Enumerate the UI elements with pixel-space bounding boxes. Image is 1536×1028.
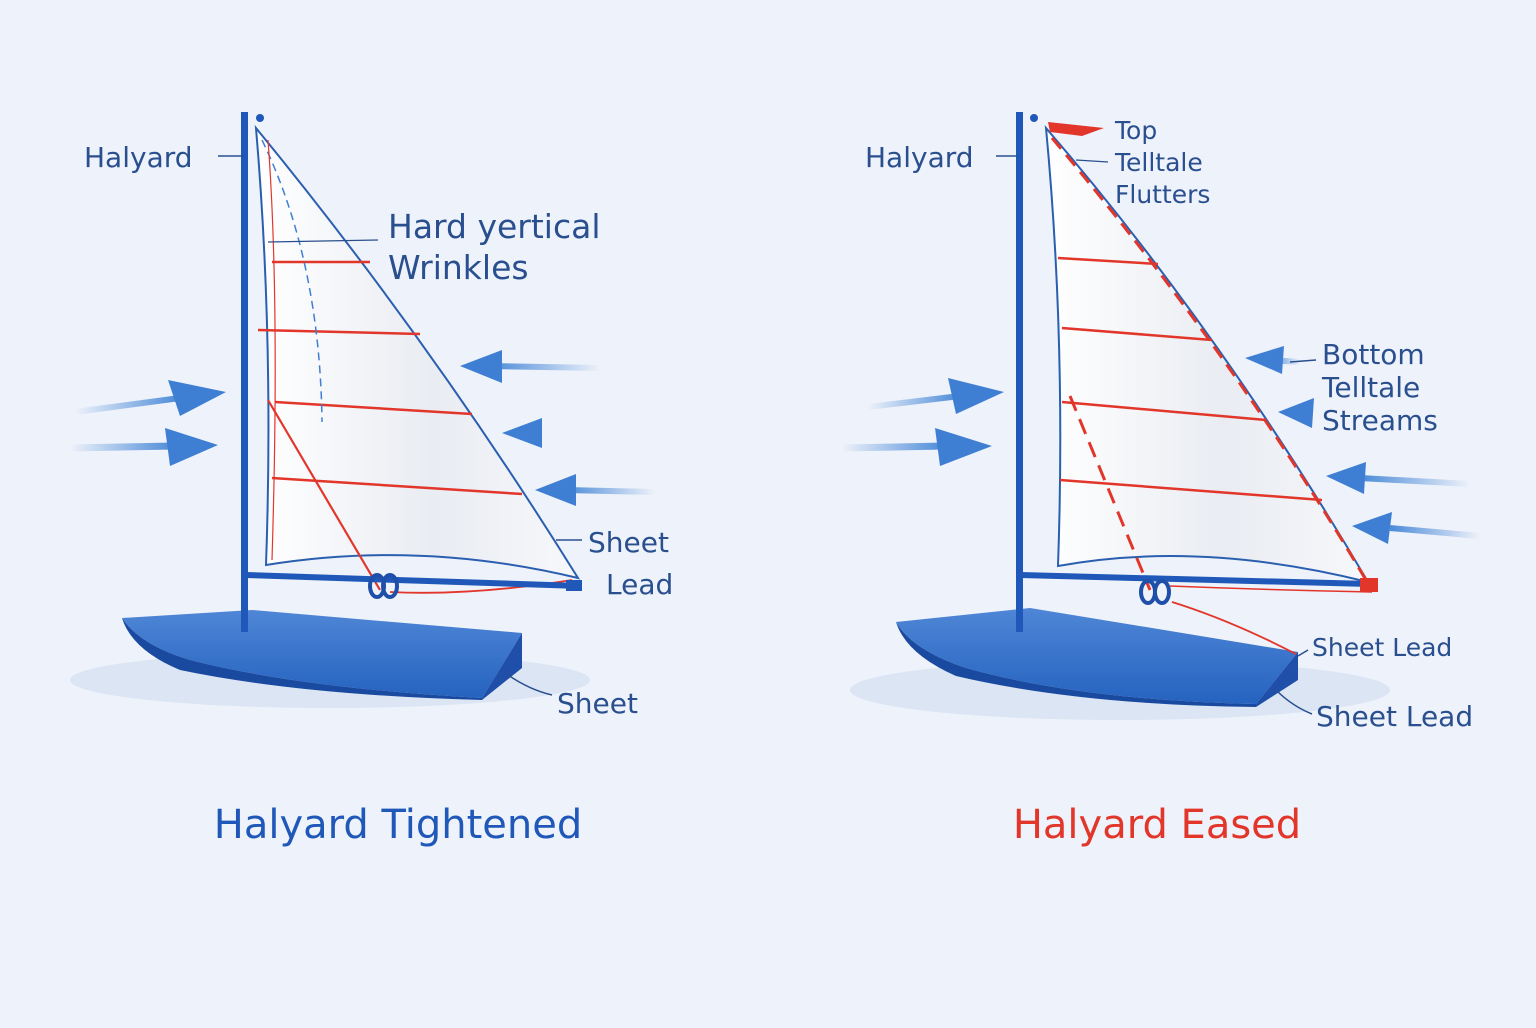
boom: [1019, 572, 1371, 587]
leader-line: [1075, 159, 1109, 163]
sail-band: [1061, 326, 1213, 342]
wrinkle-line: [267, 139, 276, 561]
bottom-telltale-label: Bottom: [1322, 338, 1425, 371]
leader-line: [1275, 689, 1313, 715]
wind-arrow: [841, 428, 992, 466]
wind-arrow: [535, 474, 656, 506]
sail: [1044, 124, 1371, 584]
right-caption: Halyard Eased: [1013, 802, 1301, 848]
bottom-telltale-label: Streams: [1322, 404, 1438, 437]
sail-band: [1057, 256, 1159, 266]
wrinkles-label: Wrinkles: [388, 248, 529, 287]
leech-dashed: [1050, 137, 1368, 581]
mast: [1016, 112, 1023, 632]
wind-arrow: [1278, 398, 1316, 428]
left-boat-group: Halyard Hard yertical Wrinkles Sheet Lea…: [69, 112, 673, 848]
halyard-label: Halyard: [865, 141, 974, 174]
sheet-line-dashed: [1068, 395, 1152, 591]
sheet-line: [1171, 601, 1297, 655]
sheet-block: [368, 573, 399, 599]
sheet-lead-label: Sheet Lead: [1316, 700, 1473, 733]
hull-stern: [1256, 652, 1298, 707]
leader-line: [1297, 649, 1309, 657]
sail-band: [274, 400, 473, 416]
top-telltale-label: Top: [1114, 116, 1157, 145]
bottom-telltale-label: Telltale: [1321, 371, 1420, 404]
masthead: [1030, 114, 1038, 122]
top-telltale-label: Flutters: [1115, 180, 1210, 209]
wind-arrow: [1245, 346, 1301, 374]
wind-arrow: [1326, 462, 1471, 494]
leader-line: [267, 239, 379, 243]
sail-band: [257, 328, 421, 336]
wind-arrow: [1352, 512, 1481, 544]
sail-band: [1061, 400, 1267, 422]
leader-line: [507, 674, 553, 696]
hull: [122, 610, 522, 698]
sail-band: [1059, 478, 1323, 502]
leader-line: [1289, 359, 1317, 363]
sheet-label: Sheet: [557, 687, 638, 720]
sheet-line: [267, 399, 381, 591]
wrinkles-label: Hard yertical: [388, 207, 601, 246]
right-boat-group: Halyard Top Telltale Flutters Bottom Tel…: [841, 112, 1481, 848]
wind-arrow: [502, 418, 625, 448]
hull-side: [122, 618, 482, 700]
boom: [245, 572, 581, 589]
sheet-lead-label: Sheet Lead: [1312, 633, 1452, 662]
mast: [241, 112, 248, 632]
boom-end: [1360, 578, 1378, 592]
sail: [254, 124, 581, 580]
sheet-lead-label: Sheet: [588, 526, 669, 559]
boom-end: [566, 580, 582, 591]
top-telltale-label: Telltale: [1114, 148, 1203, 177]
sheet-lead-label: Lead: [606, 568, 673, 601]
wrinkle-line: [261, 139, 323, 423]
sheet-line: [1169, 585, 1373, 593]
wind-arrow: [74, 380, 226, 416]
hull: [896, 608, 1298, 704]
sail-band: [271, 476, 523, 496]
wind-arrow: [69, 428, 218, 466]
wind-arrow: [460, 350, 601, 383]
hull-stern: [482, 633, 522, 700]
left-caption: Halyard Tightened: [214, 802, 582, 848]
masthead: [256, 114, 264, 122]
wind-arrow: [867, 378, 1004, 414]
top-telltale-flag: [1048, 122, 1104, 136]
sheet-block: [1139, 579, 1171, 605]
halyard-label: Halyard: [84, 141, 193, 174]
